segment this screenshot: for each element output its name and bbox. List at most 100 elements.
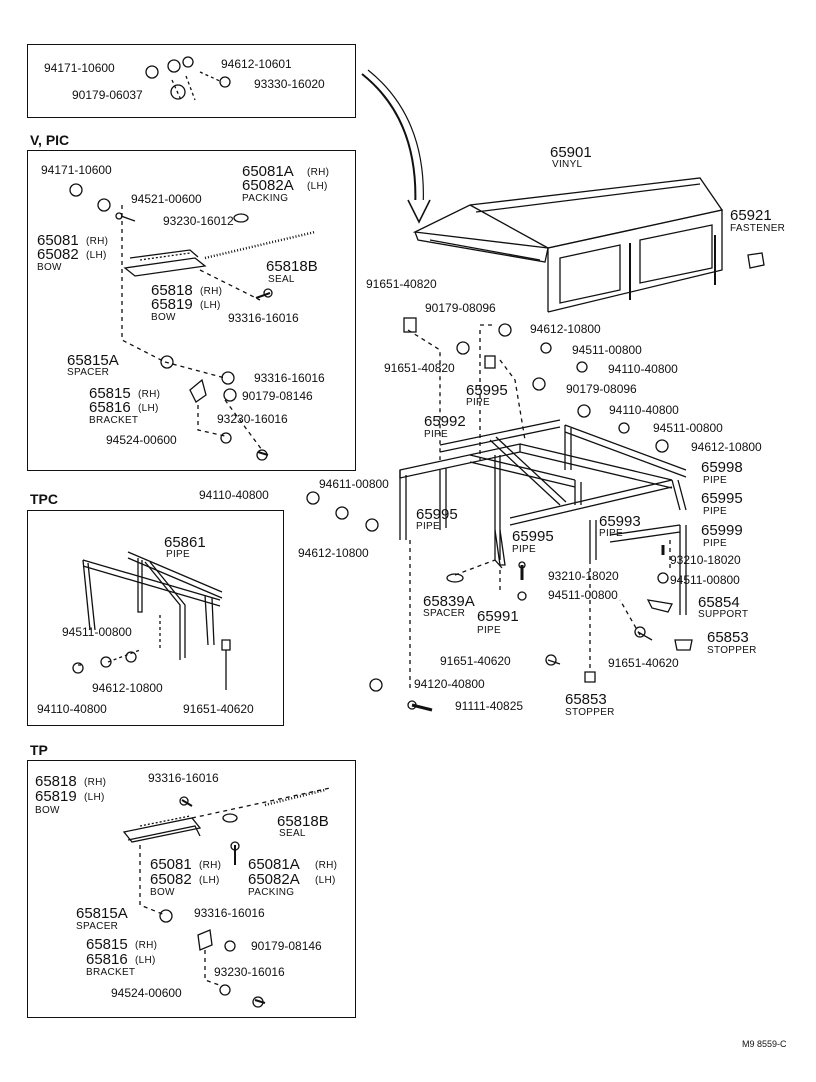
part-93210-18020-b: 93210-18020 xyxy=(548,569,619,583)
part-65854: 65854 xyxy=(698,594,740,611)
part-94110-40800-b: 94110-40800 xyxy=(609,403,679,417)
part-93330-16020: 93330-16020 xyxy=(254,77,325,91)
part-90179-08096-b: 90179-08096 xyxy=(566,382,637,396)
part-65995-c: 65995 xyxy=(416,506,458,523)
part-94110-40800-a: 94110-40800 xyxy=(608,362,678,376)
tag-lh-65819-tp: (LH) xyxy=(84,792,105,803)
part-93210-18020-a: 93210-18020 xyxy=(670,553,741,567)
tag-bow-65818-tp: BOW xyxy=(35,805,60,816)
part-65082: 65082 xyxy=(37,246,79,263)
part-94612-10800-tpc: 94612-10800 xyxy=(92,681,163,695)
part-65901: 65901 xyxy=(550,144,592,161)
tag-lh-65816-tp: (LH) xyxy=(135,955,156,966)
part-65839A: 65839A xyxy=(423,593,475,610)
part-90179-08146-tp: 90179-08146 xyxy=(251,939,322,953)
part-94511-00800-d: 94511-00800 xyxy=(548,588,618,602)
tag-pipe-65861: PIPE xyxy=(166,549,190,560)
part-65818B-tp: 65818B xyxy=(277,813,329,830)
tag-bow-65818: BOW xyxy=(151,312,176,323)
tag-pipe-65995-a: PIPE xyxy=(466,397,490,408)
tag-pipe-65995-d: PIPE xyxy=(512,544,536,555)
part-94120-40800: 94120-40800 xyxy=(414,677,485,691)
part-94524-00600-tp: 94524-00600 xyxy=(111,986,182,1000)
tag-packing: PACKING xyxy=(242,193,289,204)
part-65815: 65815 xyxy=(89,385,131,402)
part-93316-16016-a: 93316-16016 xyxy=(228,311,299,325)
tag-pipe-65995-c: PIPE xyxy=(416,521,440,532)
part-65992: 65992 xyxy=(424,413,466,430)
part-65861: 65861 xyxy=(164,534,206,551)
section-tp: TP xyxy=(30,742,48,758)
part-65921: 65921 xyxy=(730,207,772,224)
top-detail-box xyxy=(27,44,356,118)
part-65082A-tp: 65082A xyxy=(248,871,300,888)
part-65819: 65819 xyxy=(151,296,193,313)
part-65853-b: 65853 xyxy=(565,691,607,708)
part-65081-tp: 65081 xyxy=(150,856,192,873)
part-90179-06037: 90179-06037 xyxy=(72,88,143,102)
part-65853-a: 65853 xyxy=(707,629,749,646)
tag-rh-65081-tp: (RH) xyxy=(199,860,222,871)
tag-fastener: FASTENER xyxy=(730,223,786,234)
tag-rh-65818-tp: (RH) xyxy=(84,777,107,788)
tag-bow-65081-tp: BOW xyxy=(150,887,175,898)
part-65815-tp: 65815 xyxy=(86,936,128,953)
part-93316-16016-tp-b: 93316-16016 xyxy=(194,906,265,920)
tag-rh-65081A-tp: (RH) xyxy=(315,860,338,871)
tag-rh-65815: (RH) xyxy=(138,389,161,400)
part-65818: 65818 xyxy=(151,282,193,299)
part-91111-40825: 91111-40825 xyxy=(455,699,524,713)
part-65082A: 65082A xyxy=(242,177,294,194)
tag-lh-65082A: (LH) xyxy=(307,181,328,192)
tag-stopper-a: STOPPER xyxy=(707,645,757,656)
part-65998: 65998 xyxy=(701,459,743,476)
part-94612-10601: 94612-10601 xyxy=(221,57,292,71)
tag-pipe-65993: PIPE xyxy=(599,528,623,539)
part-65818B: 65818B xyxy=(266,258,318,275)
vinyl-roof xyxy=(412,177,765,313)
part-94511-00800-a: 94511-00800 xyxy=(572,343,642,357)
part-93316-16016-tp-a: 93316-16016 xyxy=(148,771,219,785)
part-94612-10800-a: 94612-10800 xyxy=(530,322,601,336)
tag-stopper-b: STOPPER xyxy=(565,707,615,718)
vpic-parts xyxy=(69,183,316,461)
tag-spacer-tp: SPACER xyxy=(76,921,119,932)
pointer-arrow xyxy=(361,73,417,211)
part-93230-16016-tp: 93230-16016 xyxy=(214,965,285,979)
part-65815A-tp: 65815A xyxy=(76,905,128,922)
part-90179-08146-a: 90179-08146 xyxy=(242,389,313,403)
tag-lh-65082: (LH) xyxy=(86,250,107,261)
part-94511-00800-c: 94511-00800 xyxy=(670,573,740,587)
part-91651-40820-a: 91651-40820 xyxy=(366,277,437,291)
tag-pipe-65992: PIPE xyxy=(424,429,448,440)
tag-rh-65081A: (RH) xyxy=(307,167,330,178)
main-fasteners xyxy=(306,317,693,712)
part-91651-40820-b: 91651-40820 xyxy=(384,361,455,375)
tag-seal-tp: SEAL xyxy=(279,828,306,839)
tag-lh-65082-tp: (LH) xyxy=(199,875,220,886)
tpc-pipe-drawing xyxy=(72,551,231,690)
part-65081A: 65081A xyxy=(242,163,294,180)
part-94612-10800-c: 94612-10800 xyxy=(298,546,369,560)
tag-bracket-vpic: BRACKET xyxy=(89,415,139,426)
top-fasteners xyxy=(145,56,231,101)
tp-box xyxy=(27,760,356,1018)
tag-bow-65081: BOW xyxy=(37,262,62,273)
part-65816: 65816 xyxy=(89,399,131,416)
diagram-code: M9 8559-C xyxy=(742,1039,787,1049)
part-94171-10600-top: 94171-10600 xyxy=(44,61,115,75)
part-65081A-tp: 65081A xyxy=(248,856,300,873)
main-leaders xyxy=(407,324,671,690)
tag-seal: SEAL xyxy=(268,274,295,285)
part-91651-40620-a: 91651-40620 xyxy=(440,654,511,668)
tpc-box xyxy=(27,510,284,726)
part-90179-08096-a: 90179-08096 xyxy=(425,301,496,315)
part-94612-10800-b: 94612-10800 xyxy=(691,440,762,454)
tag-pipe-65998: PIPE xyxy=(703,475,727,486)
part-93316-16016-b: 93316-16016 xyxy=(254,371,325,385)
part-91651-40620-b: 91651-40620 xyxy=(608,656,679,670)
tag-rh-65818: (RH) xyxy=(200,286,223,297)
part-94171-10600: 94171-10600 xyxy=(41,163,112,177)
